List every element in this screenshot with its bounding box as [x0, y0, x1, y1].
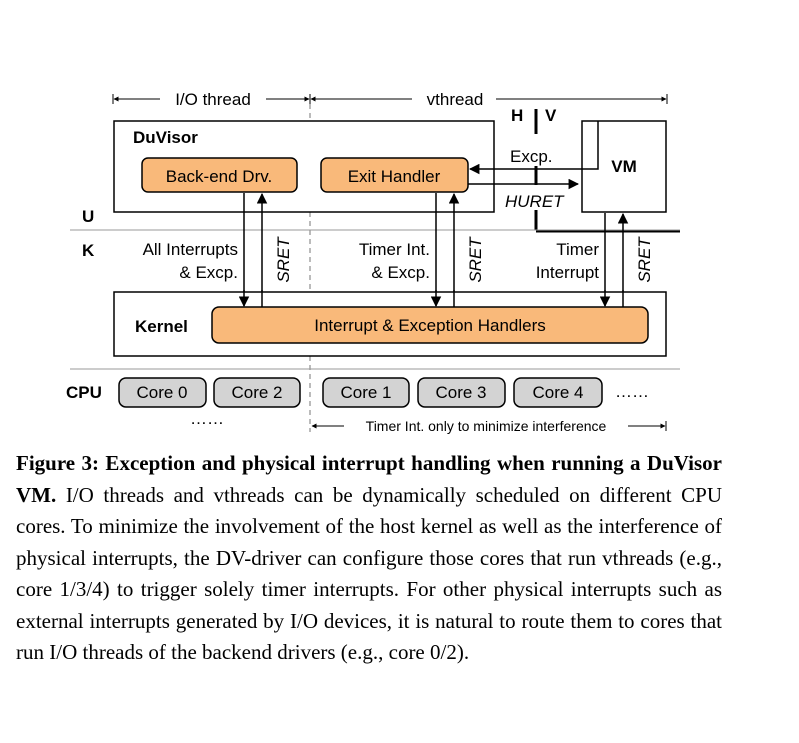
handlers-box: [211, 306, 649, 344]
exit-handler-label: Exit Handler: [348, 167, 441, 186]
caption-title: Figure 3: Exception and physical interru…: [16, 451, 722, 507]
caption-body: I/O threads and vthreads can be dynamica…: [16, 482, 723, 665]
sret-label-middle: SRET: [466, 236, 485, 283]
v-label: V: [545, 106, 557, 125]
vm-box: [581, 120, 667, 213]
all-interrupts-line2: & Excp.: [179, 263, 238, 282]
excp-arrow: [468, 121, 599, 175]
timer-line2: Interrupt: [536, 263, 600, 282]
diagram-svg: I/O thread vthread H V DuVisor Back-end …: [66, 90, 680, 434]
core-4-label: Core 4: [532, 383, 583, 402]
figure-caption: Figure 3: Exception and physical interru…: [16, 448, 722, 669]
core-0-box: [118, 377, 207, 408]
all-interrupts-line1: All Interrupts: [143, 240, 238, 259]
timer-only-label: Timer Int. only to minimize interference: [366, 418, 607, 434]
huret-label: HURET: [505, 192, 565, 211]
core-1-box: [322, 377, 410, 408]
core-2-box: [213, 377, 301, 408]
timer-line1: Timer: [556, 240, 599, 259]
exit-handler-box: [320, 157, 469, 193]
kernel-mode-label: K: [82, 241, 95, 260]
more-cores-left: ……: [190, 409, 224, 428]
cpu-label: CPU: [66, 383, 102, 402]
vthread-span: vthread: [309, 90, 668, 109]
vthread-label: vthread: [427, 90, 484, 109]
core-1-label: Core 1: [340, 383, 391, 402]
backend-driver-label: Back-end Drv.: [166, 167, 272, 186]
timer-int-line2: & Excp.: [371, 263, 430, 282]
handlers-label: Interrupt & Exception Handlers: [314, 316, 546, 335]
core-4-box: [513, 377, 603, 408]
excp-label: Excp.: [510, 147, 553, 166]
vm-label: VM: [611, 157, 637, 176]
sret-label-right: SRET: [635, 236, 654, 283]
kernel-label: Kernel: [135, 317, 188, 336]
more-cores-right: ……: [615, 382, 649, 401]
duvisor-label: DuVisor: [133, 128, 198, 147]
timer-int-line1: Timer Int.: [359, 240, 430, 259]
core-2-label: Core 2: [231, 383, 282, 402]
core-0-label: Core 0: [136, 383, 187, 402]
core-3-label: Core 3: [435, 383, 486, 402]
h-label: H: [511, 106, 523, 125]
io-thread-label: I/O thread: [175, 90, 251, 109]
sret-label-left: SRET: [274, 236, 293, 283]
core-3-box: [417, 377, 506, 408]
user-mode-label: U: [82, 207, 94, 226]
io-thread-span: I/O thread: [112, 90, 310, 109]
backend-driver-box: [141, 157, 298, 193]
interrupt-handling-diagram: I/O thread vthread H V DuVisor Back-end …: [66, 90, 680, 434]
